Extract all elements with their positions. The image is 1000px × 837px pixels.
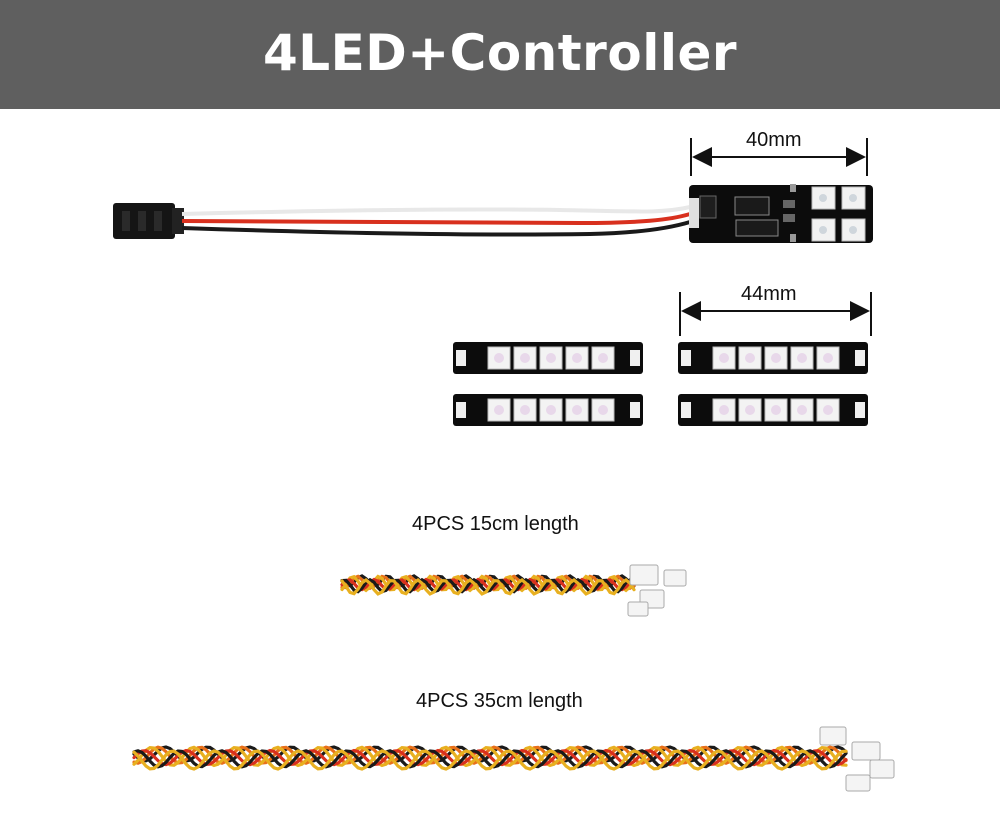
led-strip-icon: [453, 394, 643, 426]
controller-board-icon: [689, 184, 873, 243]
strip-dimension: [679, 292, 872, 336]
twisted-cable-icon: [132, 745, 848, 771]
cable-long-connectors: [819, 726, 895, 792]
led-strip-icon: [678, 342, 868, 374]
led-strip-icon: [678, 394, 868, 426]
page-title: 4LED+Controller: [262, 24, 738, 82]
controller-wire: [181, 205, 691, 237]
controller-width-label: 40mm: [746, 129, 802, 151]
servo-connector-icon: [113, 203, 184, 239]
strip-width-label: 44mm: [741, 283, 797, 305]
led-strip-icon: [453, 342, 643, 374]
short-cable-caption: 4PCS 15cm length: [412, 513, 579, 535]
controller-dimension: [690, 138, 868, 176]
twisted-cable-icon: [340, 574, 636, 596]
title-banner: 4LED+Controller: [0, 0, 1000, 109]
cable-short-connectors: [627, 564, 687, 617]
long-cable-caption: 4PCS 35cm length: [416, 690, 583, 712]
